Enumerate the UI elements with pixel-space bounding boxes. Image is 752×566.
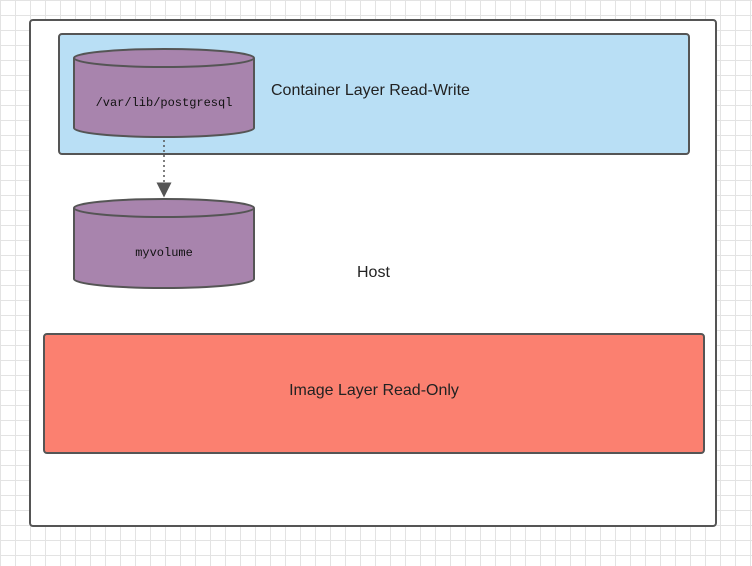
host-label: Host bbox=[357, 264, 390, 281]
image-layer-box bbox=[43, 333, 705, 454]
host-volume-label: myvolume bbox=[135, 246, 193, 260]
container-layer-label: Container Layer Read-Write bbox=[271, 82, 470, 99]
container-volume-label: /var/lib/postgresql bbox=[95, 96, 233, 110]
image-layer-label: Image Layer Read-Only bbox=[289, 382, 459, 399]
